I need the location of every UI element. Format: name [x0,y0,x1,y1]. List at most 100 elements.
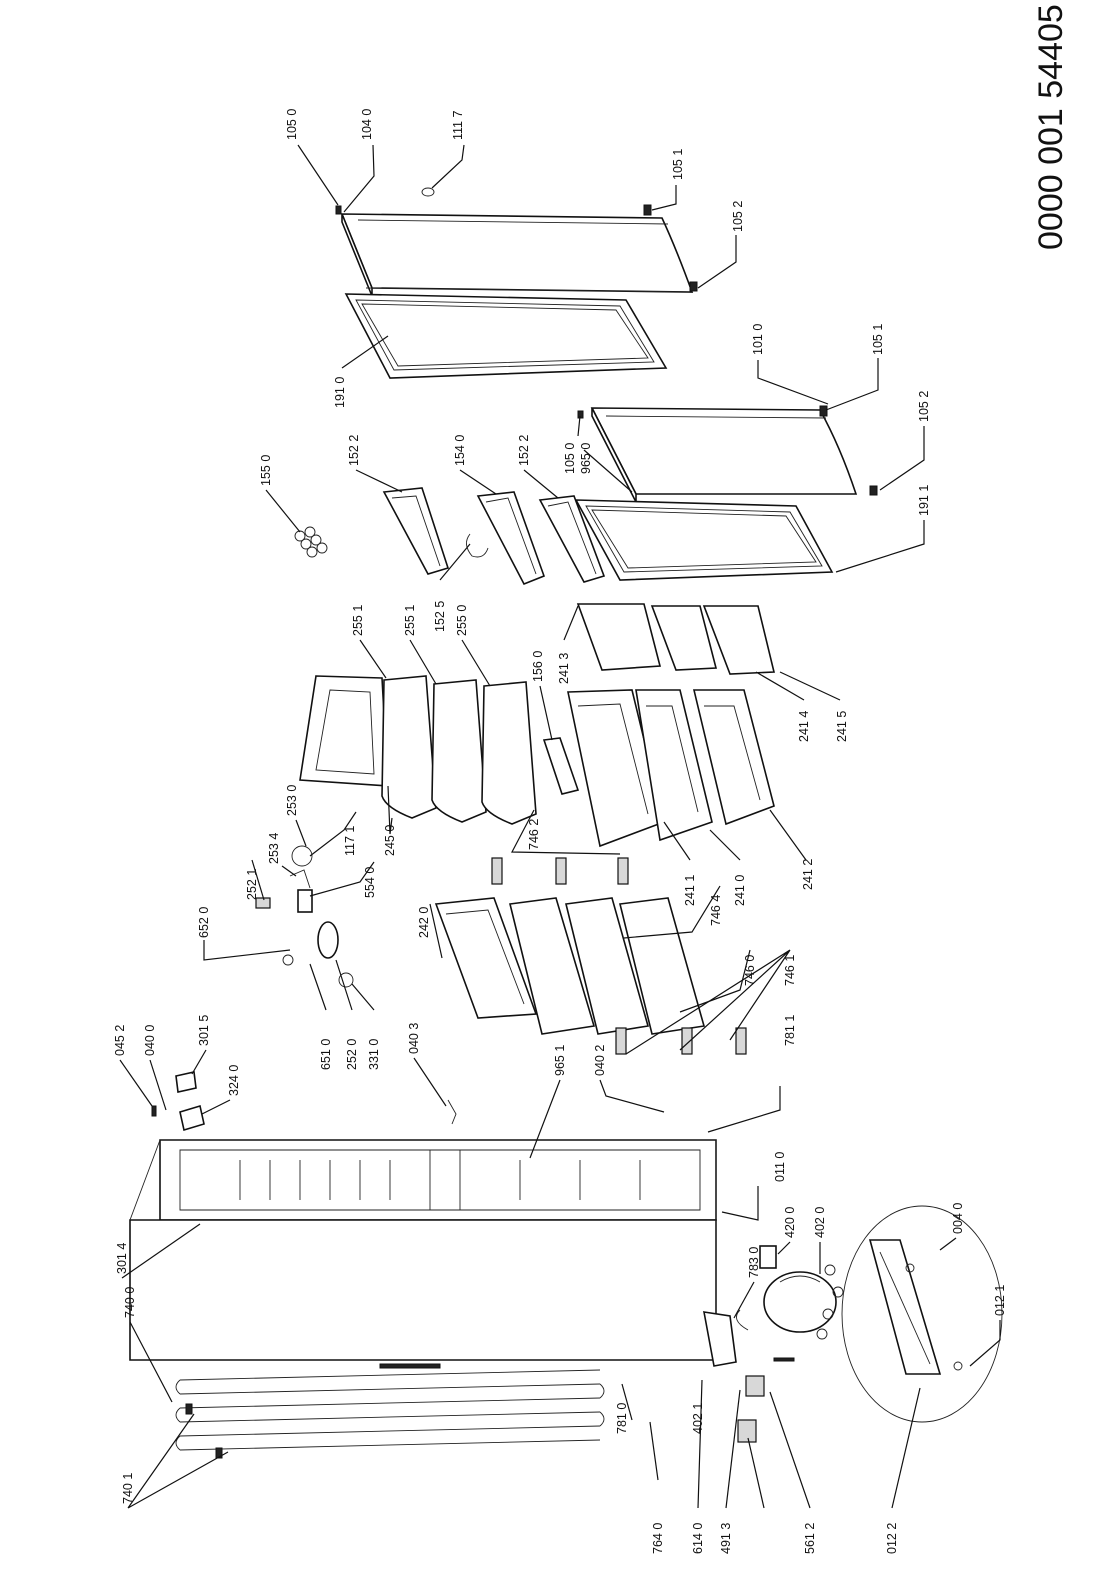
label-402-0: 402 0 [813,1207,827,1238]
label-105-2-lower: 105 2 [917,391,931,422]
lower-door-gasket [574,499,834,581]
label-746-1: 746 1 [783,955,797,986]
label-101-0: 101 0 [751,324,765,355]
label-740-0: 740 0 [123,1287,137,1318]
label-156-0: 156 0 [531,651,545,682]
label-253-4: 253 4 [267,833,281,864]
label-420-0: 420 0 [783,1207,797,1238]
upper-door [340,213,694,297]
label-245-0: 245 0 [383,825,397,856]
leader-lines [119,144,1001,1509]
label-012-1: 012 1 [993,1285,1007,1316]
label-040-0: 040 0 [143,1025,157,1056]
label-011-0: 011 0 [773,1152,787,1182]
label-105-1-lower: 105 1 [871,324,885,355]
label-242-0: 242 0 [417,907,431,938]
glass-shelf-1 [381,675,437,819]
bottle-retainer [466,533,489,558]
label-152-2-top: 152 2 [347,435,361,466]
label-331-0: 331 0 [367,1039,381,1070]
label-402-1: 402 1 [691,1403,705,1434]
label-191-1: 191 1 [917,485,931,516]
label-491-3: 491 3 [719,1523,733,1554]
label-154-0: 154 0 [453,435,467,466]
label-104-0: 104 0 [360,109,374,140]
cabinet [129,1139,717,1361]
label-105-0-upper: 105 0 [285,109,299,140]
label-255-1-a: 255 1 [351,605,365,636]
label-614-0: 614 0 [691,1523,705,1554]
label-004-0: 004 0 [951,1203,965,1234]
label-040-2: 040 2 [593,1045,607,1076]
condenser-coil [175,1363,605,1451]
label-255-1-b: 255 1 [403,605,417,636]
label-045-2: 045 2 [113,1025,127,1056]
freezer-basket [434,897,538,1019]
crisper-lid [542,737,580,795]
glass-shelf-2 [431,679,487,823]
label-152-2-bottom: 152 2 [517,435,531,466]
label-105-0-lower: 105 0 [563,443,577,474]
upper-door-hinge-parts [335,187,698,292]
label-241-0: 241 0 [733,875,747,906]
label-781-0: 781 0 [615,1403,629,1434]
label-746-2: 746 2 [527,819,541,850]
label-965-1: 965 1 [553,1045,567,1076]
door-balcony-middle [476,491,546,586]
label-252-1: 252 1 [245,869,259,900]
upper-door-gasket [344,293,668,379]
label-105-1-upper: 105 1 [671,149,685,180]
drawer-bins [567,689,775,848]
cabinet-top-small-parts [151,1071,457,1132]
label-746-0: 746 0 [743,955,757,986]
label-746-4: 746 4 [709,895,723,926]
lamp-thermostat-assembly [255,845,354,988]
label-255-0: 255 0 [455,605,469,636]
label-191-0: 191 0 [333,377,347,408]
lower-door [590,407,858,503]
label-241-3: 241 3 [557,653,571,684]
label-781-1: 781 1 [783,1015,797,1046]
label-301-5: 301 5 [197,1015,211,1046]
label-152-5: 152 5 [433,601,447,632]
cabinet-interior-lines [239,1160,641,1200]
egg-tray [294,526,328,558]
door-balcony-bottom [538,495,606,583]
label-155-0: 155 0 [259,455,273,486]
label-241-5: 241 5 [835,711,849,742]
label-965-0: 965 0 [579,443,593,474]
evaporator-racks [509,897,706,1035]
label-241-1: 241 1 [683,875,697,906]
label-301-4: 301 4 [115,1243,129,1274]
label-764-0: 764 0 [651,1523,665,1554]
condenser-brackets [185,1403,223,1459]
label-040-3: 040 3 [407,1023,421,1054]
label-740-1: 740 1 [121,1473,135,1504]
drawer-fronts [576,603,776,675]
shelf-wire-top [299,675,389,787]
document-number: 0000 001 54405 [1032,4,1070,250]
label-651-0: 651 0 [319,1039,333,1070]
part-labels: 105 0 104 0 111 7 105 1 105 2 191 0 101 … [113,109,1007,1554]
compressor-area [703,1245,844,1443]
label-652-0: 652 0 [197,907,211,938]
label-783-0: 783 0 [747,1247,761,1278]
rack-supports [491,857,747,1055]
label-554-0: 554 0 [363,867,377,898]
label-253-0: 253 0 [285,785,299,816]
label-105-2-upper: 105 2 [731,201,745,232]
label-012-2: 012 2 [885,1523,899,1554]
label-117-1: 117 1 [343,826,357,856]
lower-door-hinge-parts [577,405,878,496]
mounting-plate-inset [841,1205,1003,1423]
label-241-2: 241 2 [801,859,815,890]
label-241-4: 241 4 [797,711,811,742]
door-balcony-top [382,487,450,575]
glass-shelf-3 [481,681,537,825]
label-252-0: 252 0 [345,1039,359,1070]
label-111-7: 111 7 [451,111,465,140]
label-324-0: 324 0 [227,1065,241,1096]
label-561-2: 561 2 [803,1523,817,1554]
